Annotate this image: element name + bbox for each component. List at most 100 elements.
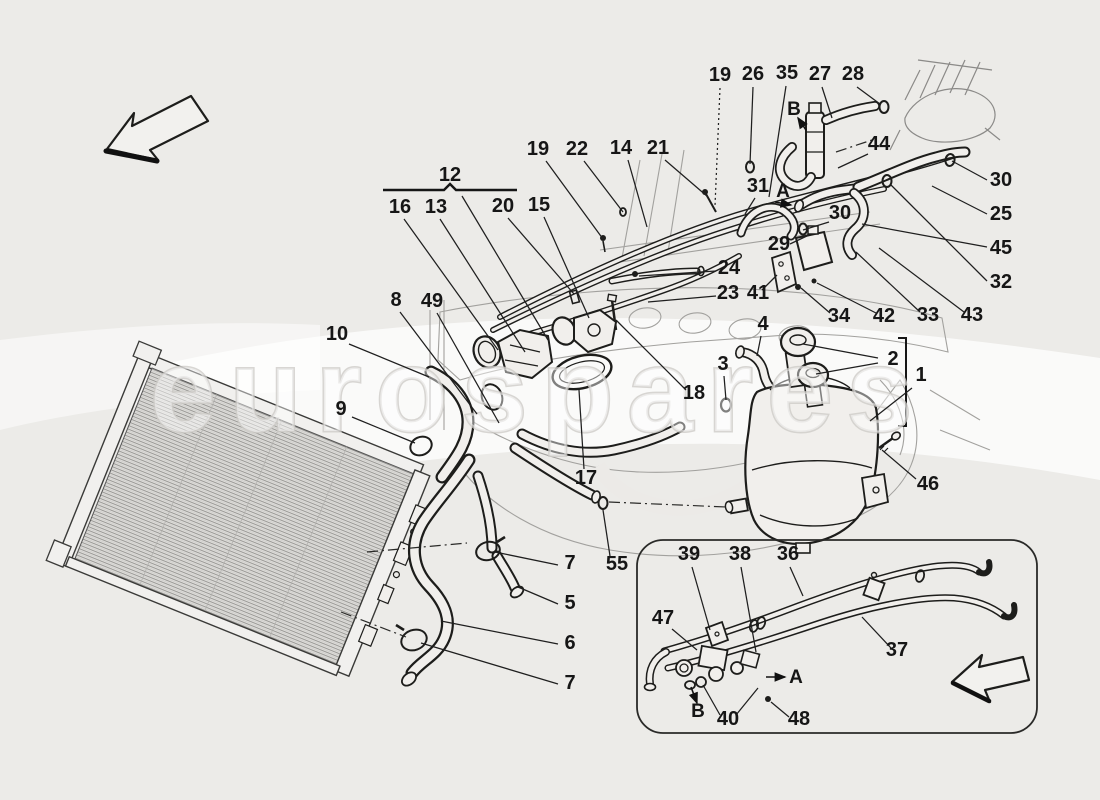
engine-sketch [335, 59, 1001, 567]
part-label-21: 21 [647, 137, 669, 159]
part-label-41: 41 [747, 282, 769, 304]
leader-line [494, 551, 559, 566]
leader-line [861, 616, 892, 649]
part-label-36: 36 [777, 543, 799, 565]
part-label-5: 5 [564, 592, 575, 614]
group-12-bracket [383, 182, 517, 192]
part-label-35: 35 [776, 62, 798, 84]
part-label-A: A [789, 667, 803, 688]
part-label-19: 19 [709, 64, 731, 86]
leader-line [761, 274, 778, 291]
part-label-19: 19 [527, 138, 549, 160]
part-label-18: 18 [683, 382, 705, 404]
leader-line [749, 86, 754, 165]
leader-line [403, 218, 499, 351]
part-label-26: 26 [742, 63, 764, 85]
leader-line [768, 85, 787, 198]
leader-line [702, 684, 721, 716]
part-label-8: 8 [390, 289, 401, 311]
leader-line [545, 160, 604, 240]
leader-line [800, 287, 831, 314]
leader-line [691, 566, 711, 631]
part-label-48: 48 [788, 708, 810, 730]
leader-line [931, 185, 988, 215]
part-label-27: 27 [809, 63, 831, 85]
radiator [45, 340, 431, 678]
view-direction-arrow [688, 686, 698, 705]
part-label-22: 22 [566, 138, 588, 160]
leader-line [816, 282, 877, 314]
part-label-16: 16 [389, 196, 411, 218]
leader-line [951, 160, 988, 181]
leader-line [735, 687, 759, 716]
part-label-43: 43 [961, 304, 983, 326]
part-label-13: 13 [425, 196, 447, 218]
leader-line [770, 701, 790, 718]
leader-line [615, 319, 687, 391]
part-label-46: 46 [917, 473, 939, 495]
leader-line [671, 628, 698, 651]
view-direction-arrow [797, 116, 808, 131]
leader-line [756, 335, 762, 357]
part-label-7: 7 [564, 552, 575, 574]
part-label-42: 42 [873, 305, 895, 327]
leader-line [664, 159, 709, 198]
view-direction-arrow [774, 198, 793, 208]
leader-line [723, 375, 727, 401]
leader-line [348, 343, 430, 378]
part-label-B: B [787, 99, 801, 120]
callout-brackets [383, 182, 907, 427]
leader-line [647, 295, 717, 303]
leader-line [351, 416, 416, 444]
part-label-17: 17 [575, 467, 597, 489]
direction-arrow-icon [950, 653, 1031, 704]
inset-detail-box [636, 539, 1038, 734]
part-label-55: 55 [606, 553, 628, 575]
part-label-23: 23 [717, 282, 739, 304]
part-label-3: 3 [717, 353, 728, 375]
part-label-38: 38 [729, 543, 751, 565]
part-label-28: 28 [842, 63, 864, 85]
part-label-B: B [691, 701, 705, 722]
group-1-bracket [898, 337, 907, 427]
part-label-1: 1 [915, 364, 926, 386]
leader-line [802, 221, 830, 231]
part-label-30: 30 [829, 202, 851, 224]
hoses-and-pipes [401, 149, 967, 687]
part-label-31: 31 [747, 175, 769, 197]
leader-line [740, 566, 757, 653]
part-label-2: 2 [887, 348, 898, 370]
leader-line [855, 251, 921, 313]
leader-line [638, 270, 717, 277]
part-label-44: 44 [868, 133, 891, 155]
leader-line [890, 184, 988, 282]
part-label-30: 30 [990, 169, 1012, 191]
leader-line [436, 312, 500, 424]
part-label-A: A [776, 181, 790, 202]
part-label-15: 15 [528, 194, 550, 216]
water-outlet-cluster [395, 308, 618, 652]
part-label-20: 20 [492, 195, 514, 217]
leader-line [517, 586, 559, 605]
part-label-45: 45 [990, 237, 1012, 259]
leader-line [881, 449, 917, 480]
part-label-29: 29 [768, 233, 790, 255]
part-label-6: 6 [564, 632, 575, 654]
direction-arrow-icon [103, 94, 210, 164]
part-label-47: 47 [652, 607, 674, 629]
leader-line [578, 389, 585, 470]
leader-line [507, 217, 575, 295]
part-label-33: 33 [917, 304, 939, 326]
leader-line [399, 311, 478, 415]
leader-line [714, 87, 721, 207]
part-label-34: 34 [828, 305, 851, 327]
part-label-4: 4 [757, 313, 769, 335]
part-label-7: 7 [564, 672, 575, 694]
leader-lines [348, 85, 988, 718]
part-label-40: 40 [717, 708, 739, 730]
part-label-37: 37 [886, 639, 908, 661]
expansion-tank [724, 326, 901, 554]
part-label-25: 25 [990, 203, 1012, 225]
leader-line [856, 86, 881, 105]
